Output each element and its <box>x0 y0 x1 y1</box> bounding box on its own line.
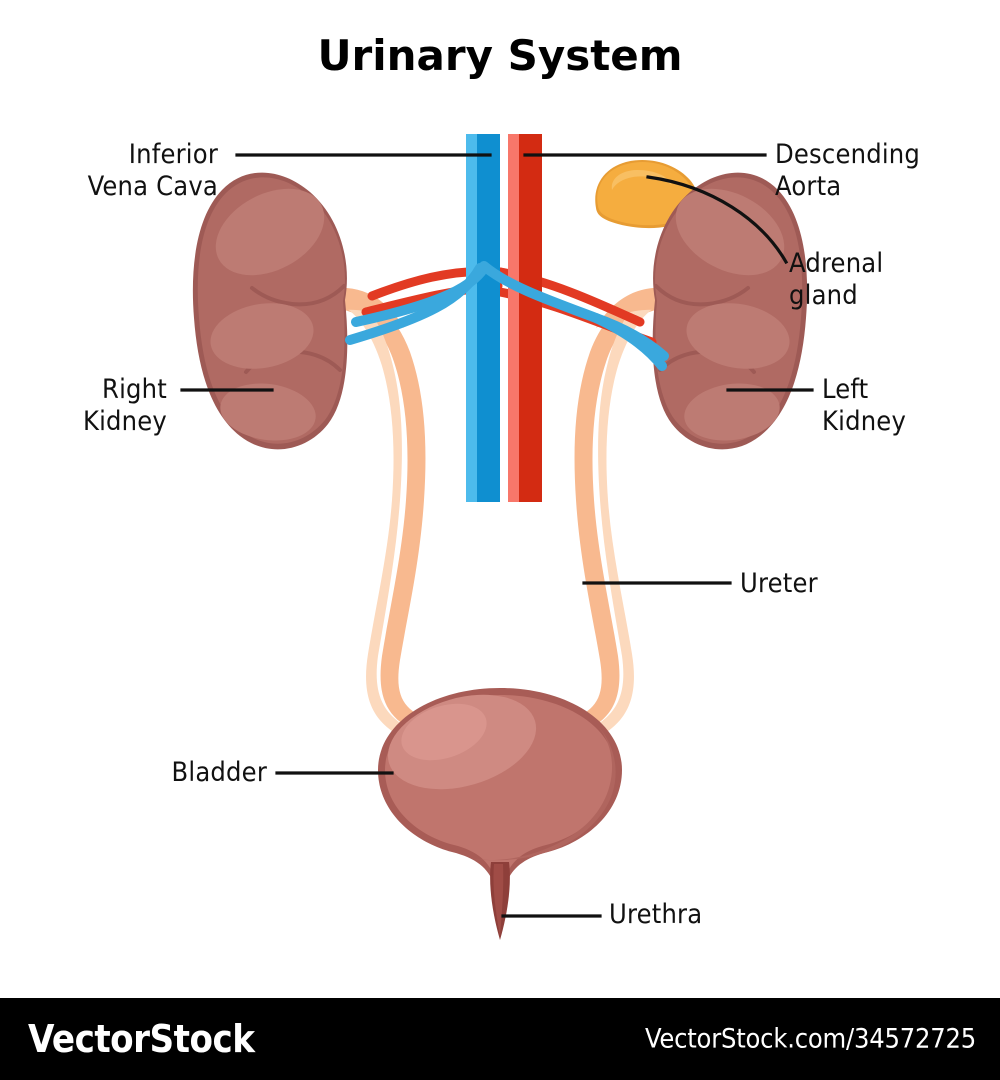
adrenal-gland <box>595 160 698 229</box>
right-kidney <box>192 172 348 450</box>
page-title: Urinary System <box>317 31 683 80</box>
right-ureter <box>336 287 452 746</box>
label-urethra: Urethra <box>609 899 703 930</box>
vectorstock-url: VectorStock.com/34572725 <box>645 1023 976 1055</box>
descending-aorta <box>508 134 542 502</box>
inferior-vena-cava <box>466 134 500 502</box>
label-descending-aorta: Descending Aorta <box>775 139 921 202</box>
label-inferior-vena-cava: Inferior Vena Cava <box>87 139 218 202</box>
footer-bar: VectorStock VectorStock.com/34572725 <box>0 998 1000 1080</box>
urinary-system-illustration <box>180 134 814 940</box>
left-kidney <box>652 172 808 450</box>
renal-veins <box>345 261 669 371</box>
label-left-kidney: Left Kidney <box>822 374 907 437</box>
left-ureter <box>548 287 664 746</box>
leader-adrenal-gland <box>646 175 789 265</box>
label-ureter: Ureter <box>740 568 818 599</box>
vectorstock-logo: VectorStock <box>28 1017 255 1061</box>
urethra <box>490 862 510 940</box>
label-adrenal-gland: Adrenal gland <box>789 248 884 311</box>
label-right-kidney: Right Kidney <box>82 374 167 437</box>
bladder <box>378 688 622 905</box>
leader-lines <box>180 153 814 918</box>
label-bladder: Bladder <box>171 757 267 788</box>
